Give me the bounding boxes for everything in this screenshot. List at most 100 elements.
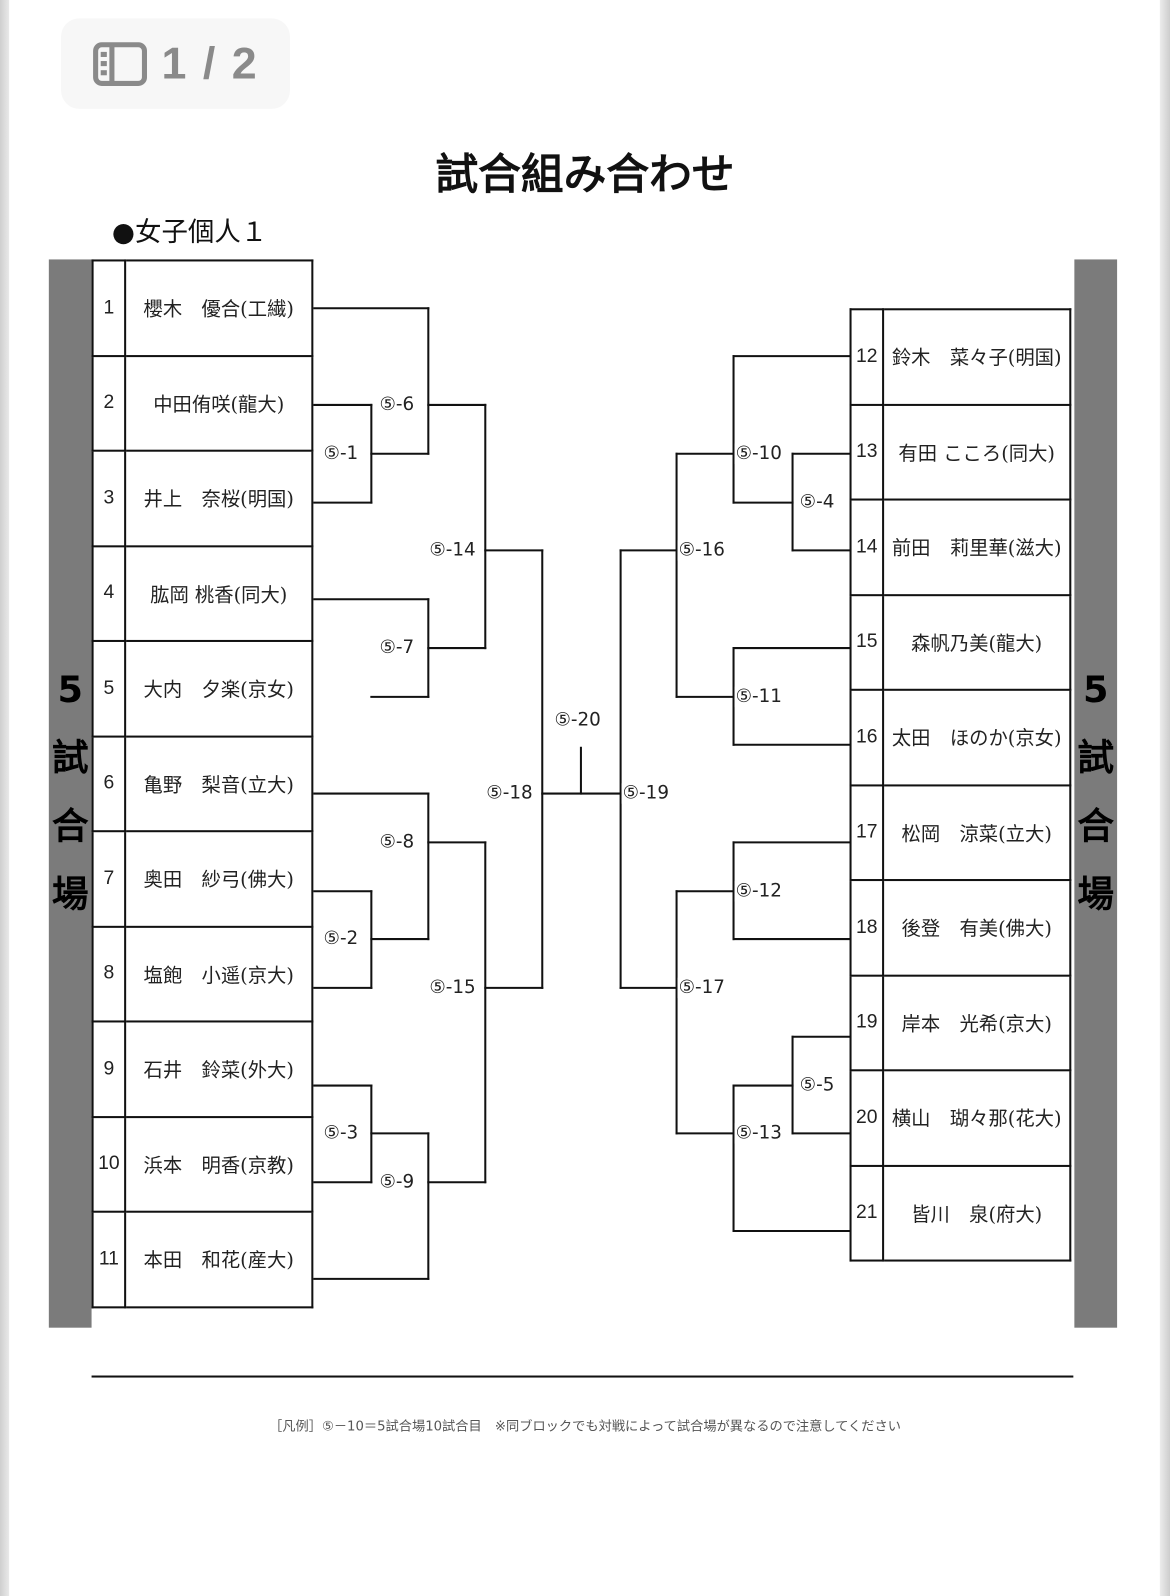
entry-name: 太田 ほのか(京女) xyxy=(882,688,1072,786)
match-label: ⑤-20 xyxy=(553,709,602,731)
entry-name: 鈴木 菜々子(明国) xyxy=(882,308,1072,406)
venue-label-right: 5 試 合 場 xyxy=(1070,656,1121,929)
entry-name: 森帆乃美(龍大) xyxy=(882,593,1072,691)
match-label: ⑤-8 xyxy=(378,831,416,853)
entry-number: 17 xyxy=(849,783,885,882)
entry-number: 10 xyxy=(91,1115,127,1213)
match-label: ⑤-15 xyxy=(428,976,477,999)
entry-number: 12 xyxy=(849,308,885,406)
venue-char: 合 xyxy=(51,805,89,848)
entry-name: 岸本 光希(京大) xyxy=(882,974,1072,1072)
match-label: ⑤-4 xyxy=(798,491,836,513)
match-label: ⑤-17 xyxy=(677,976,726,999)
entry-number: 18 xyxy=(849,879,885,977)
page-edge-left xyxy=(0,0,10,1596)
entry-number: 3 xyxy=(91,449,127,547)
divider xyxy=(91,1375,1074,1378)
match-label: ⑤-5 xyxy=(798,1074,836,1096)
venue-char: 場 xyxy=(1077,873,1115,916)
venue-bar-left xyxy=(48,259,92,1328)
entry-name: 後登 有美(佛大) xyxy=(882,879,1072,977)
entry-number: 15 xyxy=(849,593,885,691)
entry-name: 松岡 涼菜(立大) xyxy=(882,783,1072,882)
venue-char: 試 xyxy=(51,737,89,780)
entry-number: 6 xyxy=(91,735,127,833)
entry-name: 井上 奈桜(明国) xyxy=(124,449,314,547)
match-label: ⑤-6 xyxy=(378,393,416,416)
page-indicator[interactable]: 1 / 2 xyxy=(61,18,290,109)
entry-name: 有田 こころ(同大) xyxy=(882,403,1072,501)
entry-number: 21 xyxy=(849,1164,885,1262)
match-label: ⑤-10 xyxy=(734,442,783,464)
page-edge-right xyxy=(1159,0,1170,1596)
entry-number: 8 xyxy=(91,925,127,1023)
entry-number: 7 xyxy=(91,830,127,928)
entry-number: 14 xyxy=(849,498,885,596)
entry-name: 塩飽 小遥(京大) xyxy=(124,925,314,1023)
match-label: ⑤-11 xyxy=(734,685,783,708)
document-title: 試合組み合わせ xyxy=(435,149,735,200)
venue-char: 試 xyxy=(1077,737,1115,780)
entry-name: 肱岡 桃香(同大) xyxy=(124,544,314,642)
entry-number: 4 xyxy=(91,544,127,642)
entry-name: 横山 瑚々那(花大) xyxy=(882,1069,1072,1167)
entry-name: 大内 夕楽(京女) xyxy=(124,639,314,738)
entry-name: 中田侑咲(龍大) xyxy=(124,354,314,452)
match-label: ⑤-18 xyxy=(485,782,534,804)
match-label: ⑤-9 xyxy=(378,1171,416,1193)
entry-number: 5 xyxy=(91,639,127,738)
entry-number: 9 xyxy=(91,1020,127,1118)
entry-number: 19 xyxy=(849,974,885,1072)
match-label: ⑤-12 xyxy=(734,880,783,902)
sidebar-icon[interactable] xyxy=(92,41,147,86)
entry-name: 櫻木 優合(工繊) xyxy=(124,259,314,357)
venue-char: 5 xyxy=(1082,669,1109,712)
entry-name: 石井 鈴菜(外大) xyxy=(124,1020,314,1118)
entry-name: 奥田 紗弓(佛大) xyxy=(124,830,314,928)
match-label: ⑤-16 xyxy=(677,539,726,561)
venue-label-left: 5 試 合 場 xyxy=(45,656,96,929)
entry-number: 1 xyxy=(91,259,127,357)
venue-bar-right xyxy=(1074,259,1118,1328)
venue-char: 場 xyxy=(51,873,89,916)
match-label: ⑤-2 xyxy=(322,927,360,950)
page-number: 1 / 2 xyxy=(161,38,259,89)
entry-number: 16 xyxy=(849,688,885,786)
match-label: ⑤-1 xyxy=(322,442,360,464)
match-label: ⑤-3 xyxy=(322,1122,360,1144)
entry-name: 皆川 泉(府大) xyxy=(882,1164,1072,1262)
entry-name: 浜本 明香(京教) xyxy=(124,1115,314,1213)
match-label: ⑤-19 xyxy=(621,782,670,804)
venue-char: 合 xyxy=(1077,805,1115,848)
entry-number: 11 xyxy=(91,1210,127,1308)
section-title: ●女子個人１ xyxy=(111,217,268,249)
entry-name: 本田 和花(産大) xyxy=(124,1210,314,1308)
footnote: ［凡例］⑤－10＝5試合場10試合目 ※同ブロックでも対戦によって試合場が異なる… xyxy=(269,1419,901,1435)
entry-number: 20 xyxy=(849,1069,885,1167)
entry-name: 前田 莉里華(滋大) xyxy=(882,498,1072,596)
venue-char: 5 xyxy=(57,669,83,712)
match-label: ⑤-13 xyxy=(734,1122,783,1144)
